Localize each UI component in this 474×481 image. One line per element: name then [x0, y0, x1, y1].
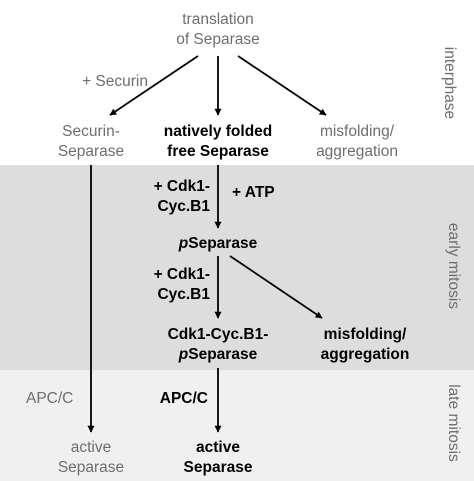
phase-label-late-mitosis: late mitosis: [445, 384, 462, 462]
label-plus-atp: + ATP: [232, 184, 275, 201]
late-mitosis-band: [0, 370, 474, 481]
p-prefix: p: [178, 235, 189, 252]
node-misfolding-top: misfolding/ aggregation: [316, 123, 398, 160]
node-cdk1-p-separase: Cdk1-Cyc.B1- pSeparase: [167, 326, 269, 363]
label-plus-securin: + Securin: [82, 73, 148, 90]
node-active-grey: active Separase: [57, 439, 125, 476]
phase-label-early-mitosis: early mitosis: [445, 222, 462, 310]
arrow-to-securin-separase: [109, 55, 199, 116]
label-apcc-left: APC/C: [26, 390, 74, 407]
node-natively-folded: natively folded free Separase: [163, 123, 273, 160]
arrow-to-misfolding-bold: [229, 255, 323, 319]
interphase-band: [0, 0, 474, 165]
label-cdk1-first: + Cdk1- Cyc.B1: [153, 178, 210, 215]
node-translation: translation of Separase: [176, 11, 260, 48]
label-apcc-center: APC/C: [159, 390, 208, 407]
node-p-separase: pSeparase: [178, 235, 258, 252]
phase-label-interphase: interphase: [441, 46, 458, 120]
p-prefix: p: [178, 346, 189, 363]
node-active-bold: active Separase: [183, 439, 253, 476]
label-cdk1-second: + Cdk1- Cyc.B1: [153, 266, 210, 303]
node-securin-separase: Securin- Separase: [57, 123, 125, 160]
early-mitosis-band: [0, 165, 474, 370]
arrow-to-misfolding-top: [237, 55, 327, 116]
node-misfolding-bold: misfolding/ aggregation: [320, 326, 410, 363]
